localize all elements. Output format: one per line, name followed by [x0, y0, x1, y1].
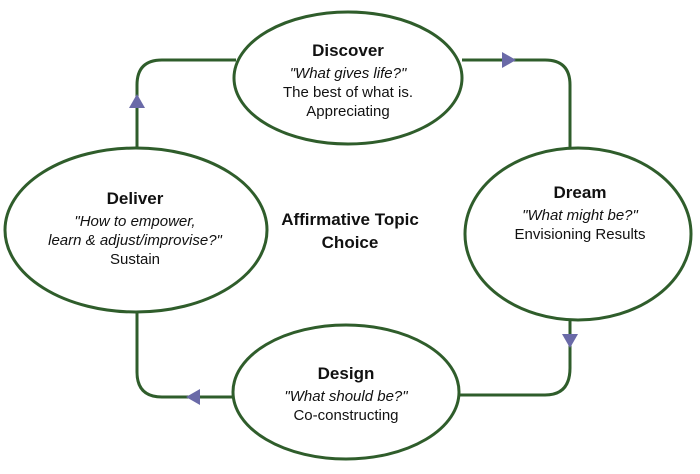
center-topic-line1: Affirmative Topic [281, 210, 419, 229]
dream-node: Dream "What might be?" Envisioning Resul… [490, 177, 670, 249]
center-topic-line2: Choice [321, 233, 379, 252]
arrowhead-right-icon [502, 52, 516, 68]
design-line1: Co-constructing [293, 407, 399, 424]
deliver-title: Deliver [106, 188, 164, 208]
deliver-question-line2: learn & adjust/improvise?" [48, 231, 222, 249]
connector-dream-design [460, 320, 572, 397]
design-ellipse [231, 323, 461, 461]
arrowhead-up-icon [129, 94, 145, 108]
discover-title: Discover [312, 40, 384, 60]
deliver-line1: Sustain [109, 250, 161, 268]
connector-design-deliver [135, 312, 234, 399]
deliver-question-line1: "How to empower, [74, 212, 196, 230]
discover-ellipse [232, 10, 464, 146]
deliver-node: Deliver "How to empower, learn & adjust/… [10, 183, 260, 273]
arrowhead-left-icon [186, 389, 200, 405]
discover-node: Discover "What gives life?" The best of … [248, 36, 448, 124]
discover-question: "What gives life?" [289, 64, 407, 82]
dream-title: Dream [553, 183, 607, 202]
design-node: Design "What should be?" Co-constructing [256, 358, 436, 430]
discover-line2: Appreciating [306, 102, 390, 120]
design-title: Design [317, 364, 375, 383]
dream-line1: Envisioning Results [514, 226, 646, 243]
discover-line1: The best of what is. [282, 83, 414, 101]
center-topic-label: Affirmative Topic Choice [255, 208, 445, 254]
connector-deliver-discover [135, 58, 236, 150]
dream-ellipse [463, 146, 693, 322]
dream-question: "What might be?" [522, 207, 638, 224]
deliver-ellipse [3, 146, 269, 314]
design-question: "What should be?" [284, 388, 408, 405]
connector-discover-dream [462, 58, 572, 148]
arrowhead-down-icon [562, 334, 578, 348]
